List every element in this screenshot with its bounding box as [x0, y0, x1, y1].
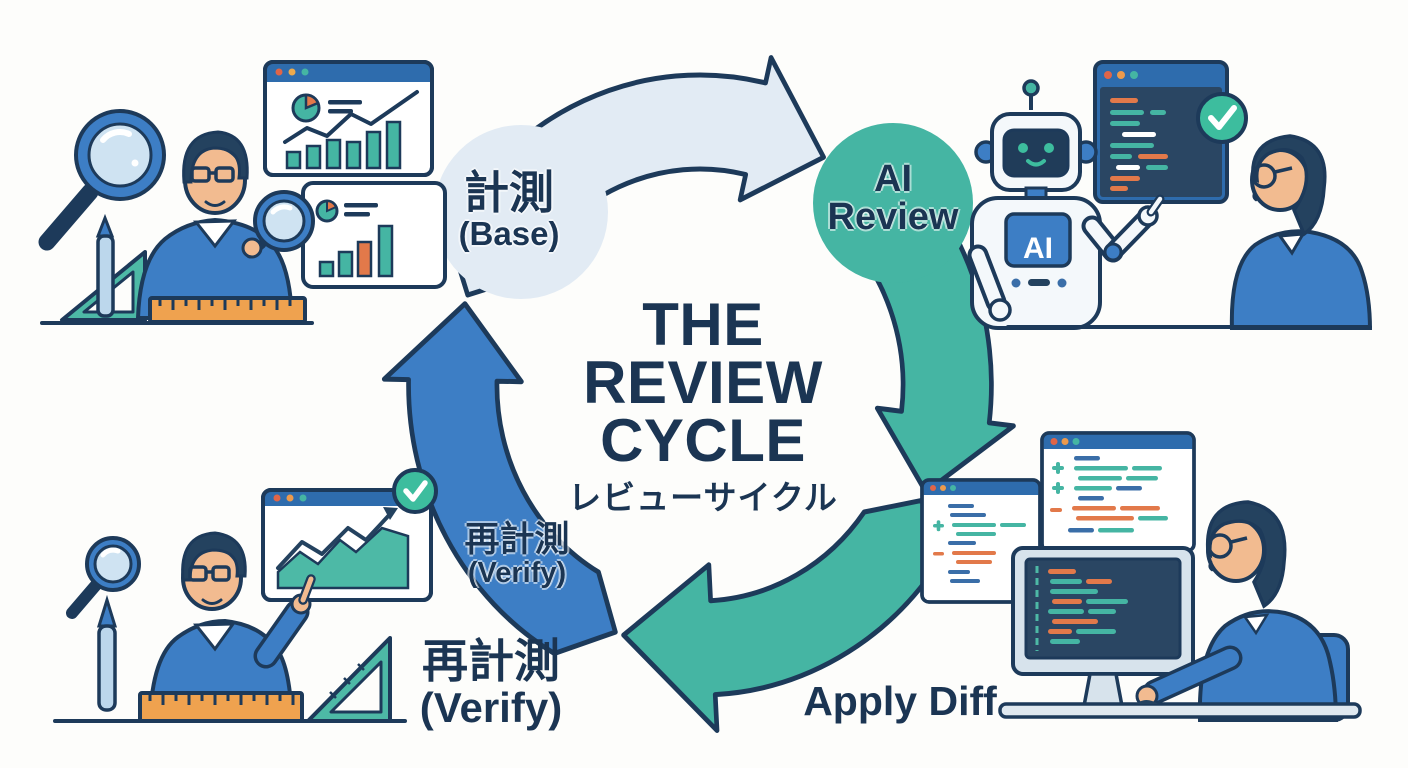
diff-lines — [1050, 456, 1168, 533]
diff-window-small — [920, 478, 1042, 604]
collar — [192, 622, 236, 652]
stage-base-ja: 計測 — [463, 167, 554, 218]
window-controls — [1050, 438, 1080, 445]
title-line1: THE — [642, 291, 764, 358]
window-controls — [273, 494, 307, 502]
code-lines — [1110, 98, 1168, 191]
bar-chart-icon — [285, 120, 402, 170]
verified-chart-window — [261, 468, 438, 602]
chart-window-bottom — [301, 181, 447, 289]
scene-verify — [53, 468, 438, 723]
base-label-blob — [434, 125, 608, 299]
hair — [1251, 134, 1327, 237]
pie-chart-icon — [315, 199, 339, 223]
collar — [192, 219, 238, 249]
verify-outer-ja: 再計測 — [422, 635, 560, 687]
hand-magnifier-icon — [241, 190, 315, 259]
stage-label-ai-review: AI Review — [773, 160, 1013, 236]
pie-chart-icon — [291, 93, 321, 123]
window-controls — [1104, 71, 1138, 79]
center-subtitle: レビューサイクル — [568, 478, 838, 516]
arrow-apply-diff-segment — [621, 497, 939, 733]
window-controls — [275, 68, 309, 76]
person-reviewer — [1229, 134, 1373, 330]
robot-face — [1002, 128, 1070, 178]
collar — [1242, 613, 1270, 636]
stage-ai-line1: AI — [874, 158, 912, 200]
robot-arm-pointing — [1081, 194, 1165, 263]
pen-icon — [96, 594, 118, 712]
area-chart-icon — [276, 526, 410, 590]
window-controls — [930, 485, 956, 491]
scene-apply-diff — [920, 431, 1362, 722]
verify-arrow-en: (Verify) — [467, 557, 567, 590]
verify-arrow-ja: 再計測 — [464, 520, 570, 559]
title-line2: REVIEW — [583, 349, 823, 417]
scene-ai-review: AI — [967, 60, 1373, 330]
hair — [182, 130, 249, 184]
trend-arrowhead — [383, 507, 398, 520]
glasses-icon — [1207, 533, 1233, 559]
chart-window-top — [263, 60, 434, 177]
trend-line-icon — [276, 510, 394, 570]
hair — [1205, 500, 1287, 609]
scene-measure-base — [38, 60, 447, 325]
glasses-icon — [1251, 163, 1277, 189]
check-icon — [392, 468, 438, 514]
stage-ai-line2: Review — [827, 196, 959, 238]
stage-label-verify-outer: 再計測 (Verify) — [361, 635, 621, 731]
stage-base-en: (Base) — [458, 214, 560, 252]
title-line3: CYCLE — [600, 407, 806, 475]
diff-lines — [933, 504, 1026, 583]
monitor-stand — [1081, 672, 1125, 708]
robot-chest-label: AI — [1023, 232, 1053, 265]
hair — [181, 531, 247, 582]
trend-line-icon — [283, 90, 419, 144]
glasses-icon — [188, 565, 231, 582]
magnifier-icon — [38, 109, 166, 251]
person-analyst — [135, 130, 315, 320]
mouse-icon — [1136, 700, 1158, 704]
code-lines — [1048, 569, 1128, 644]
stage-label-verify-on-arrow: 再計測 (Verify) — [397, 520, 637, 590]
stage-label-base: 計測 (Base) — [389, 167, 629, 252]
pen-icon — [95, 213, 115, 318]
robot: AI — [967, 79, 1165, 330]
arrow-verify-segment — [381, 301, 618, 656]
diff-window-large — [1040, 431, 1196, 553]
verify-outer-en: (Verify) — [419, 683, 563, 731]
triangle-ruler-icon — [306, 636, 392, 723]
magnifier-icon — [66, 536, 141, 619]
ruler-icon — [148, 296, 307, 324]
robot-arm-down — [967, 244, 1012, 322]
code-window — [1093, 60, 1248, 204]
bar-chart-icon — [318, 224, 394, 278]
stage-label-apply-diff: Apply Diff — [803, 678, 997, 724]
pointing-arm — [253, 574, 316, 669]
desk — [998, 702, 1362, 719]
center-title: THE REVIEW CYCLE レビューサイクル — [503, 291, 903, 516]
check-icon — [1196, 92, 1248, 144]
glasses-icon — [190, 166, 235, 183]
robot-chest-panel — [1004, 212, 1072, 268]
ruler-icon — [138, 691, 304, 723]
collar — [1277, 232, 1306, 256]
ai-review-label-blob — [813, 123, 973, 283]
antenna-icon — [1022, 79, 1040, 97]
